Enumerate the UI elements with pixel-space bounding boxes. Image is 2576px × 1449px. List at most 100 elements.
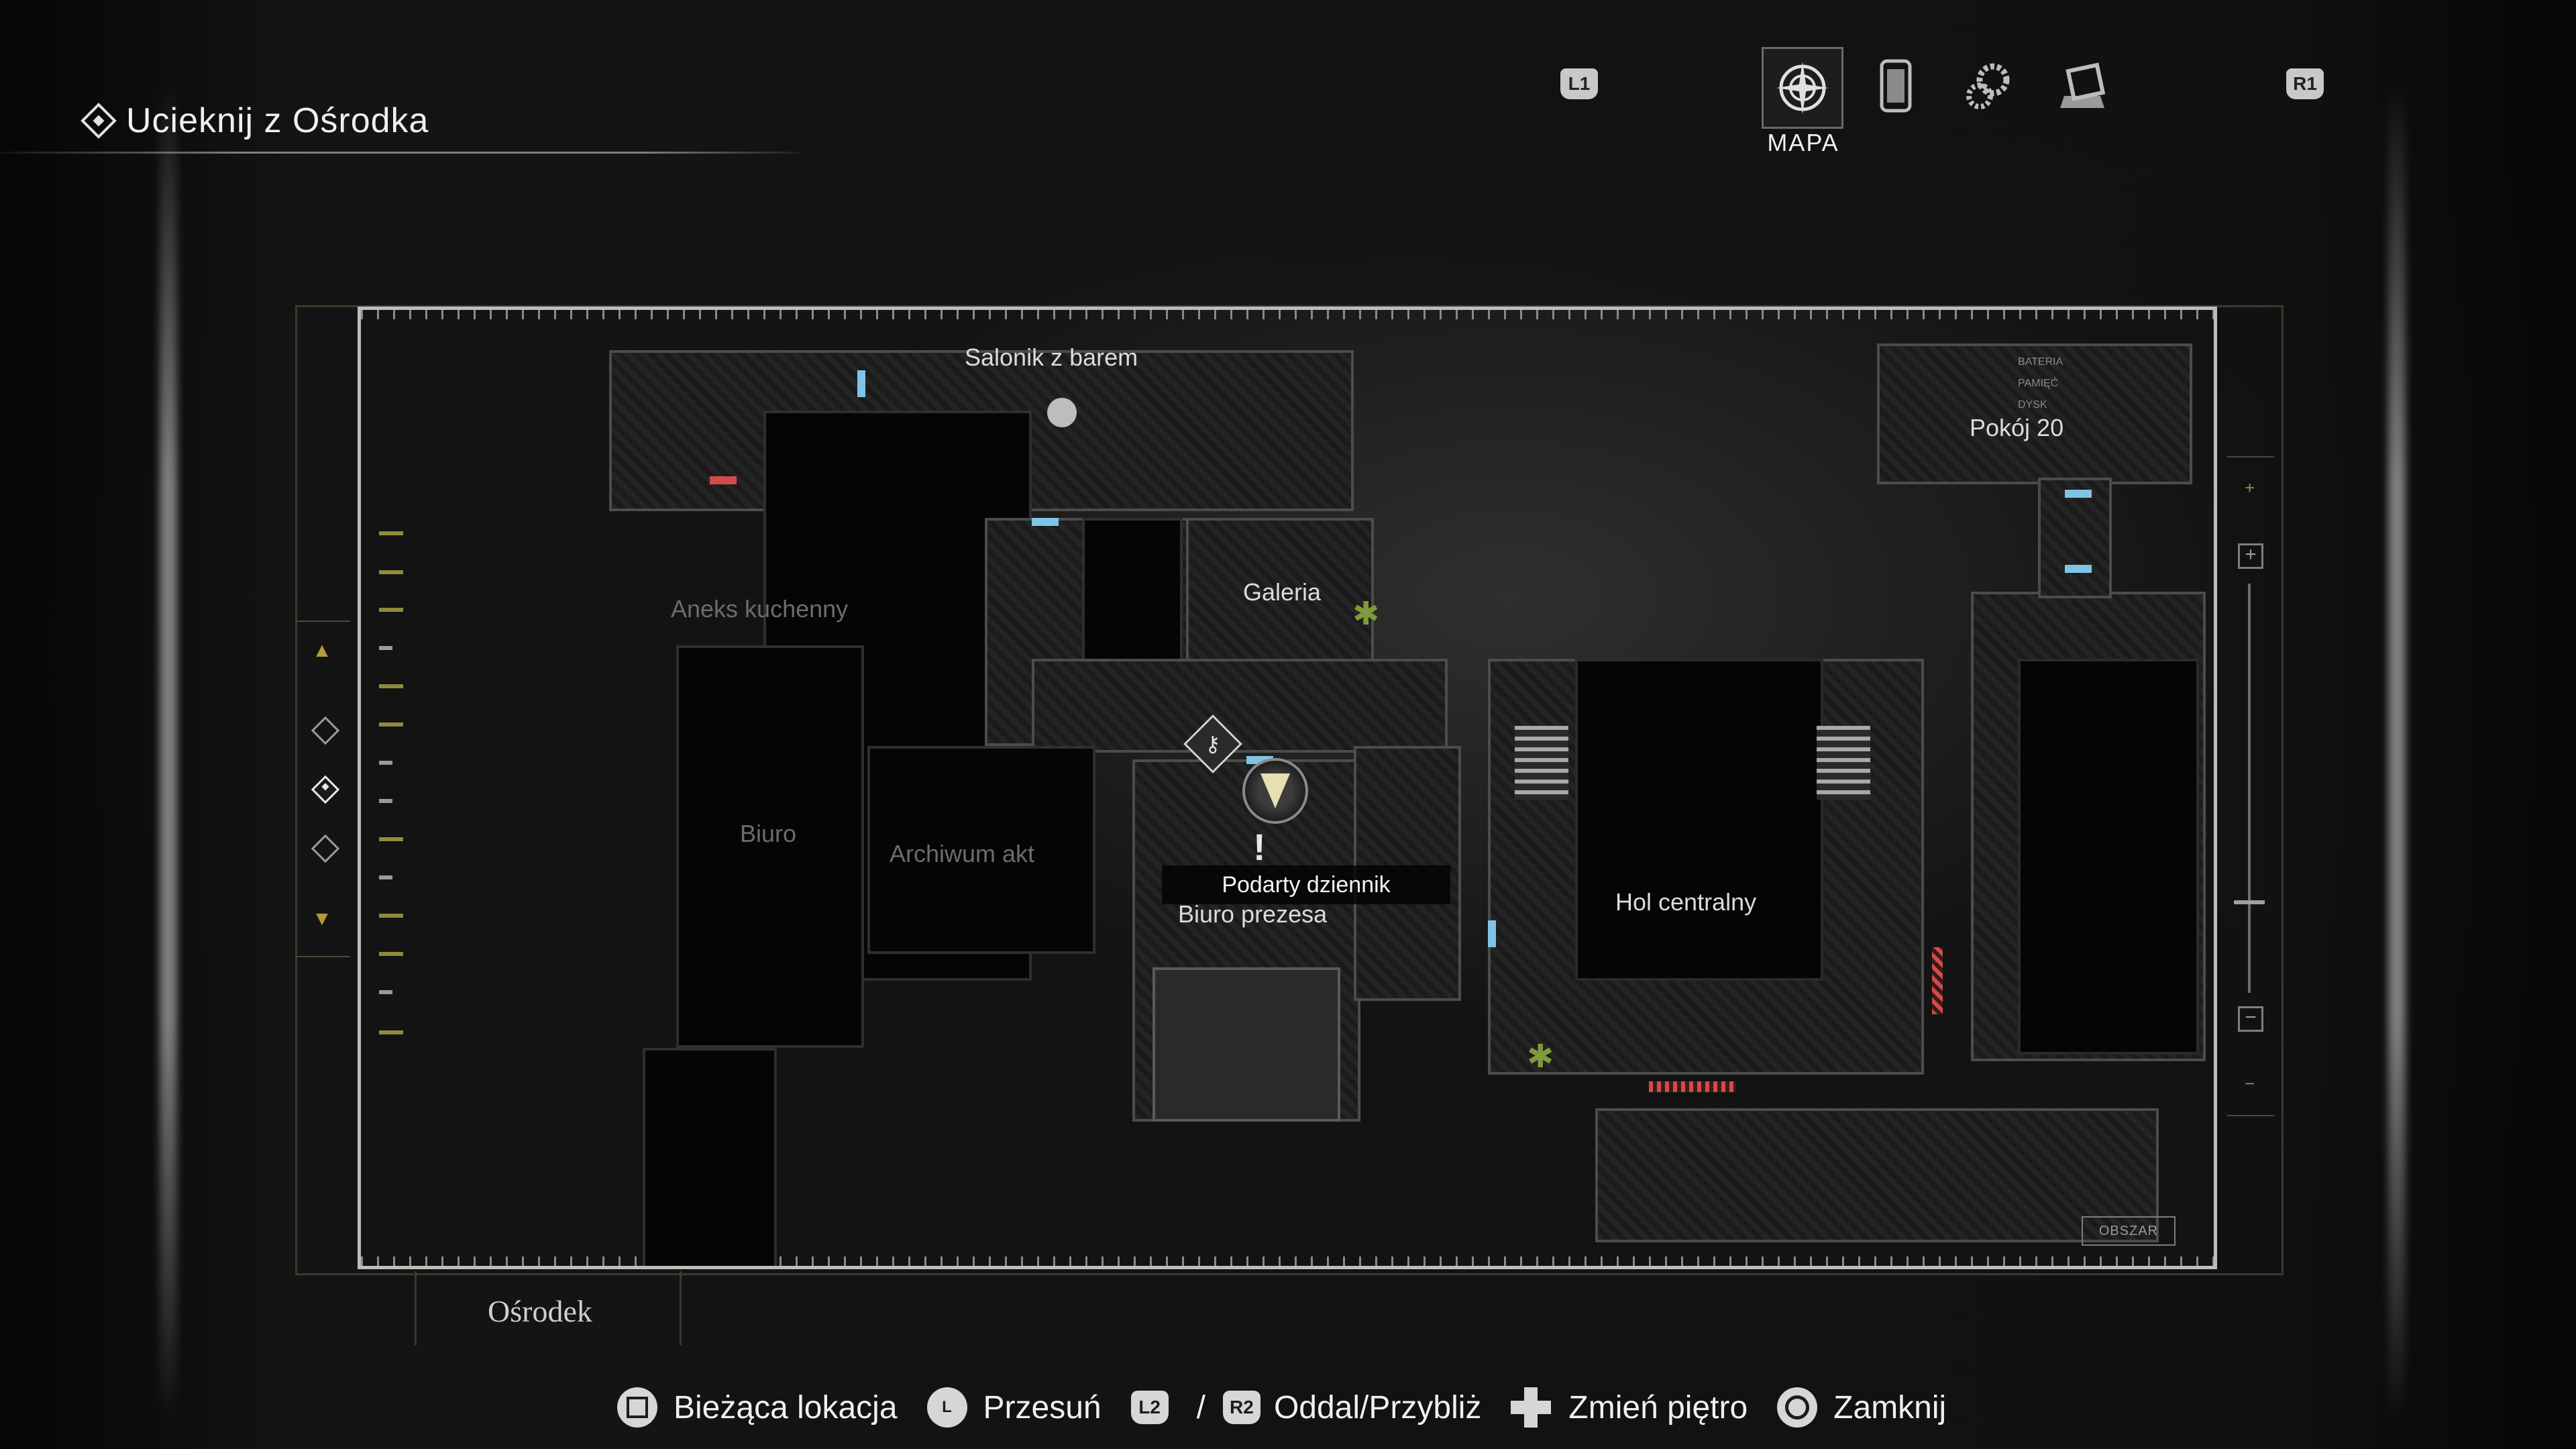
legend-dysk: DYSK [2018,399,2047,411]
square-button-icon [617,1387,657,1428]
legend-bateria: BATERIA [2018,356,2063,368]
room-label-biuro: Biuro [740,820,797,847]
controls-legend: Bieżąca lokacja L Przesuń L2 / R2 Oddal/… [617,1387,1976,1428]
map-view[interactable]: Salonik z barem Aneks kuchenny Galeria B… [358,307,2217,1269]
tick [379,990,392,994]
room-label-salonik: Salonik z barem [965,343,1138,371]
active-tab-label: MAPA [1767,129,1839,156]
gears-icon [1966,63,2010,109]
tick [379,608,403,612]
area-bracket-right [680,1271,682,1345]
room-south-lounge[interactable] [1595,1108,2159,1242]
area-bracket-left [415,1271,417,1345]
player-position-icon [1242,758,1308,824]
room-label-galeria: Galeria [1243,578,1322,606]
tick [379,684,403,688]
tick [379,722,403,727]
control-label: Zamknij [1833,1389,1947,1426]
minus-mark: − [2245,1073,2255,1093]
room-label-pokoj: Pokój 20 [1970,414,2064,441]
room-label-aneks: Aneks kuchenny [671,595,849,623]
circle-button-icon [1777,1387,1818,1428]
map-ruler-top [361,310,2214,319]
room-east-void [2018,659,2199,1055]
control-label: Oddal/Przybliż [1273,1389,1482,1426]
plant-icon: ✱ [1527,1039,1554,1075]
zoom-out-button[interactable]: − [2238,1006,2263,1032]
room-archiwum[interactable] [867,746,1095,954]
statue-icon [1047,398,1077,427]
legend-pamiec: PAMIĘĆ [2018,378,2059,389]
control-label: Przesuń [983,1389,1102,1426]
control-zoom[interactable]: R2 Oddal/Przybliż [1222,1389,1482,1426]
stairs-west [1515,726,1568,800]
room-closet[interactable] [1082,518,1183,665]
tick [379,914,403,918]
zoom-slider-rail[interactable] [2248,584,2251,993]
plant-icon: ✱ [1352,596,1380,632]
inventory-case-icon [2060,62,2106,108]
zoom-panel [2227,456,2274,1116]
floor-up-button[interactable]: ▲ [312,639,332,661]
door-hol[interactable] [1488,920,1496,947]
room-label-biuro-prezesa: Biuro prezesa [1178,900,1328,928]
r2-trigger-icon: R2 [1222,1391,1260,1424]
control-close[interactable]: Zamknij [1777,1387,1946,1428]
area-button[interactable]: OBSZAR [2082,1216,2176,1246]
floor-down-button[interactable]: ▼ [312,908,332,930]
left-stick-icon: L [926,1387,967,1428]
tab-inventory[interactable] [2043,47,2121,125]
item-exclamation-icon[interactable]: ! [1253,826,1266,868]
room-label-archiwum: Archiwum akt [890,840,1035,867]
control-label: Bieżąca lokacja [674,1389,898,1426]
tab-files[interactable] [1857,47,1935,125]
dpad-icon [1511,1387,1552,1428]
tab-map[interactable] [1762,47,1843,129]
room-label-hol-centralny: Hol centralny [1615,888,1757,916]
control-current-location[interactable]: Bieżąca lokacja [617,1387,898,1428]
plus-mark: + [2245,478,2255,498]
tab-gears[interactable] [1949,47,2027,125]
room-stair-shaft[interactable] [643,1048,777,1266]
objective-text: Ucieknij z Ośrodka [126,101,429,140]
objective-underline [0,152,802,154]
locked-door-shutter-east[interactable] [1932,947,1943,1014]
item-tooltip: Podarty dziennik [1162,865,1450,904]
control-change-floor[interactable]: Zmień piętro [1511,1387,1748,1428]
locked-door-shutter-south[interactable] [1649,1081,1736,1092]
area-name: Ośrodek [488,1294,592,1328]
stairs-east [1817,726,1870,800]
map-outer-frame [295,305,2284,1275]
tick [379,761,392,765]
room-biuro[interactable] [676,645,864,1048]
zoom-in-button[interactable]: + [2238,543,2263,569]
room-prezes-desk[interactable] [1152,967,1340,1122]
room-pokoj-20[interactable] [1877,343,2192,484]
control-label: Zmień piętro [1568,1389,1748,1426]
door-salonik[interactable] [857,370,865,397]
floor-selector-panel [297,621,350,957]
l2-trigger-icon: L2 [1130,1391,1169,1424]
objective: Ucieknij z Ośrodka [80,101,429,141]
map-ruler-bottom [361,1256,2214,1266]
tick [379,875,392,879]
mini-legend: BATERIA PAMIĘĆ DYSK [2018,352,2165,416]
tick [379,952,403,956]
room-pokoj-hall[interactable] [2038,478,2112,598]
door-pokoj-1[interactable] [2065,490,2092,498]
door-corridor[interactable] [1032,518,1059,526]
door-pokoj-2[interactable] [2065,565,2092,573]
room-hol-centralny[interactable] [1575,659,1823,981]
r1-shoulder-button[interactable]: R1 [2286,68,2324,99]
locked-door[interactable] [710,476,737,484]
control-separator: / [1196,1389,1205,1426]
tick [379,646,392,650]
tick [379,570,403,574]
l1-shoulder-button[interactable]: L1 [1560,68,1598,99]
room-gallery-hall[interactable] [1032,659,1448,753]
zoom-slider-knob[interactable] [2234,900,2265,904]
objective-diamond-icon [80,103,117,139]
control-move[interactable]: L Przesuń [926,1387,1102,1428]
compass-map-icon [1776,62,1829,114]
control-l2[interactable]: L2 [1130,1391,1182,1424]
